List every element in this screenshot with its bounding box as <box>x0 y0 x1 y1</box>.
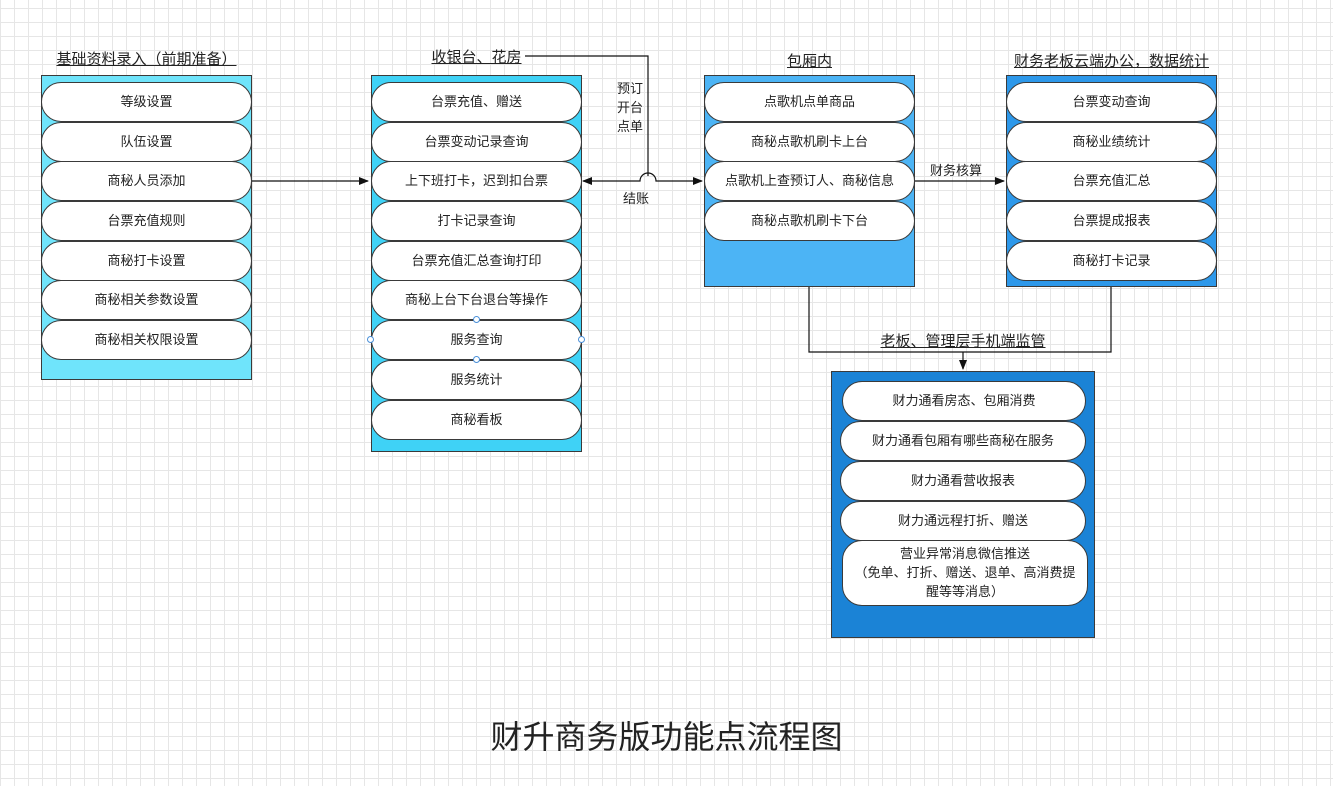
label-reserve: 预订 开台 点单 <box>617 80 643 137</box>
label-reserve-line-3: 点单 <box>617 120 644 135</box>
cashier-item-6: 商秘上台下台退台等操作 <box>371 280 582 320</box>
mobile-item-1: 财力通看房态、包厢消费 <box>842 381 1086 421</box>
finance-item-1: 台票变动查询 <box>1006 82 1217 122</box>
label-reserve-line-1: 预订 <box>617 82 644 97</box>
label-reserve-line-2: 开台 <box>617 101 644 116</box>
cashier-item-3: 上下班打卡，迟到扣台票 <box>371 161 582 201</box>
basic-item-2: 队伍设置 <box>41 122 252 162</box>
label-checkout: 结账 <box>623 192 650 207</box>
basic-item-1: 等级设置 <box>41 82 252 122</box>
mobile-item-2: 财力通看包厢有哪些商秘在服务 <box>840 421 1086 461</box>
cashier-item-1: 台票充值、赠送 <box>371 82 582 122</box>
title-mobile: 老板、管理层手机端监管 <box>880 332 1046 350</box>
basic-item-6: 商秘相关参数设置 <box>41 280 252 320</box>
finance-item-3: 台票充值汇总 <box>1006 161 1217 201</box>
cashier-item-5: 台票充值汇总查询打印 <box>371 241 582 281</box>
room-item-1: 点歌机点单商品 <box>704 82 915 122</box>
finance-item-2: 商秘业绩统计 <box>1006 122 1217 162</box>
room-item-3: 点歌机上查预订人、商秘信息 <box>704 161 915 201</box>
basic-item-5: 商秘打卡设置 <box>41 241 252 281</box>
cashier-item-7: 服务查询 <box>371 320 582 360</box>
title-room: 包厢内 <box>786 52 832 70</box>
mobile-item-4: 财力通远程打折、赠送 <box>840 501 1086 541</box>
edge-cashier-room <box>582 172 703 185</box>
title-finance: 财务老板云端办公，数据统计 <box>1013 52 1209 70</box>
cashier-item-8: 服务统计 <box>371 360 582 400</box>
selection-handle-right[interactable] <box>578 336 585 343</box>
room-item-4: 商秘点歌机刷卡下台 <box>704 201 915 241</box>
cashier-item-9: 商秘看板 <box>371 400 582 440</box>
edge-reserve <box>525 55 649 176</box>
basic-item-3: 商秘人员添加 <box>41 161 252 201</box>
title-basic: 基础资料录入（前期准备） <box>56 50 237 68</box>
cashier-item-2: 台票变动记录查询 <box>371 122 582 162</box>
basic-item-4: 台票充值规则 <box>41 201 252 241</box>
title-cashier: 收银台、花房 <box>431 48 522 66</box>
selection-handle-bottom[interactable] <box>473 356 480 363</box>
finance-item-5: 商秘打卡记录 <box>1006 241 1217 281</box>
room-item-2: 商秘点歌机刷卡上台 <box>704 122 915 162</box>
basic-item-7: 商秘相关权限设置 <box>41 320 252 360</box>
mobile-item-5: 营业异常消息微信推送 （免单、打折、赠送、退单、高消费提醒等等消息） <box>842 540 1088 606</box>
diagram-title: 财升商务版功能点流程图 <box>490 718 843 756</box>
label-finance-check: 财务核算 <box>930 164 983 179</box>
selection-handle-left[interactable] <box>367 336 374 343</box>
mobile-item-3: 财力通看营收报表 <box>840 461 1086 501</box>
cashier-item-4: 打卡记录查询 <box>371 201 582 241</box>
edge-room-to-mobile <box>808 287 1112 353</box>
finance-item-4: 台票提成报表 <box>1006 201 1217 241</box>
selection-handle-top[interactable] <box>473 316 480 323</box>
